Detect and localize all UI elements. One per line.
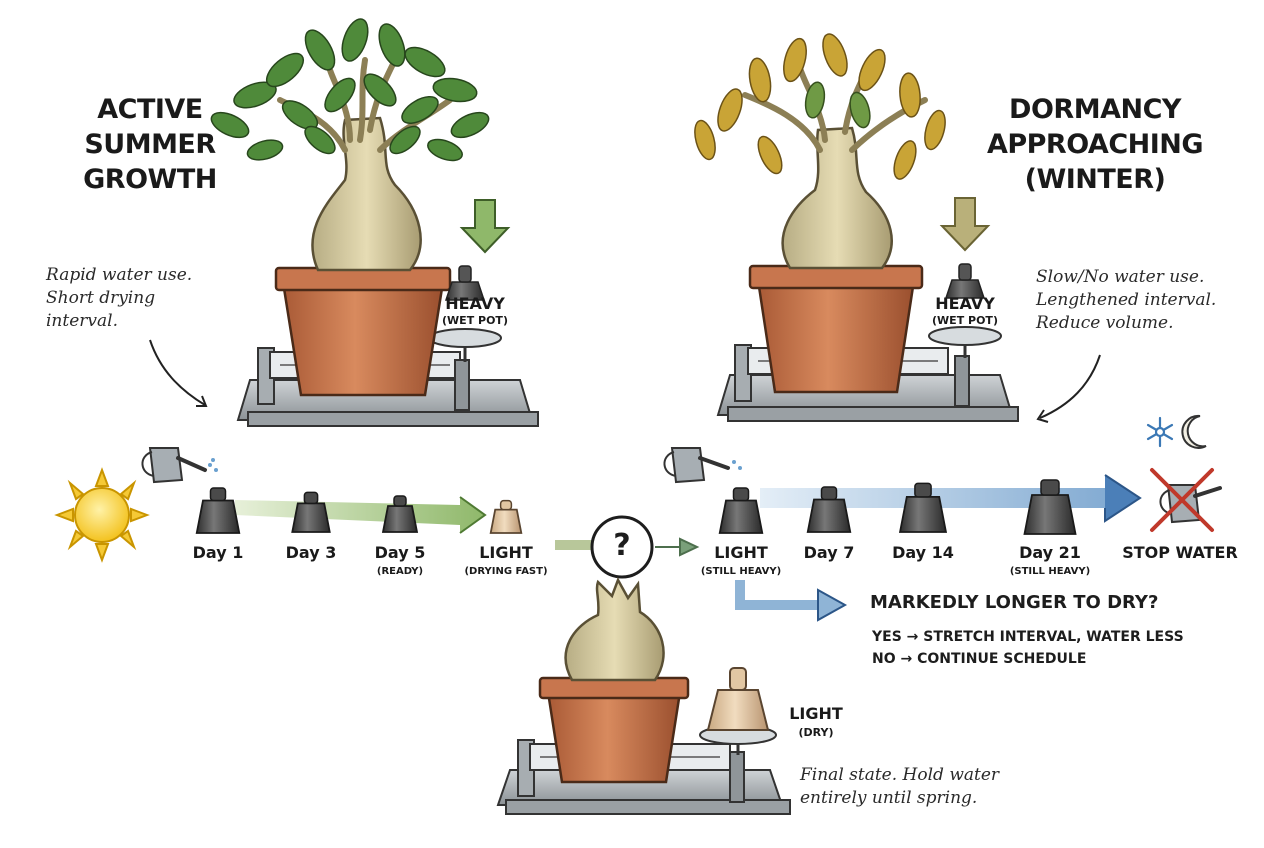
- weight-icon: [381, 495, 419, 533]
- winter-note-arrow: [1039, 354, 1101, 419]
- final-note: Final state. Hold water entirely until s…: [800, 764, 1060, 810]
- winter-note-line: Reduce volume.: [1036, 313, 1174, 333]
- final-note-line: Final state. Hold water: [800, 765, 1000, 785]
- summer-step-label: Day 5: [374, 543, 426, 562]
- winter-timeline-arrow: [760, 475, 1140, 521]
- final-note-line: entirely until spring.: [800, 788, 978, 808]
- summer-title-line: GROWTH: [83, 164, 217, 195]
- light-weight-icon: [489, 499, 523, 534]
- weight-icon: [898, 482, 948, 533]
- winter-title-line: (WINTER): [1024, 164, 1166, 195]
- winter-note-line: Lengthened interval.: [1036, 290, 1217, 310]
- decision-answer-no: NO → CONTINUE SCHEDULE: [872, 651, 1087, 667]
- winter-note: Slow/No water use. Lengthened interval. …: [1036, 266, 1256, 335]
- summer-down-arrow-icon: [459, 199, 511, 254]
- decision-circle: [590, 515, 654, 579]
- summer-step-label: LIGHT: [479, 543, 533, 562]
- summer-note-line: Rapid water use.: [46, 265, 193, 285]
- winter-watering-can-icon: [663, 447, 742, 484]
- weight-icon: [291, 491, 331, 533]
- decision-answers: YES → STRETCH INTERVAL, WATER LESS NO → …: [872, 626, 1184, 670]
- decision-question: MARKEDLY LONGER TO DRY?: [870, 592, 1159, 613]
- summer-step-label: Day 3: [285, 543, 337, 562]
- summer-title-line: ACTIVE: [97, 94, 203, 125]
- winter-down-arrow-icon: [939, 197, 991, 252]
- weight-icon: [1023, 479, 1077, 535]
- winter-step-label: Day 7: [803, 543, 855, 562]
- summer-scale-sub: (WET POT): [442, 314, 508, 327]
- summer-step-sub: (DRYING FAST): [464, 566, 548, 577]
- summer-plant-icon: [210, 18, 490, 397]
- winter-note-line: Slow/No water use.: [1036, 267, 1205, 287]
- final-plant-icon: [538, 577, 690, 784]
- winter-step-label: Day 14: [892, 543, 954, 562]
- winter-plant-icon: [694, 33, 946, 394]
- final-scale-label: LIGHT: [789, 704, 843, 723]
- summer-title-line: SUMMER: [84, 129, 216, 160]
- weight-icon: [195, 487, 241, 534]
- winter-scale-sub: (WET POT): [932, 314, 998, 327]
- final-light-weight-icon: [706, 667, 770, 731]
- winter-step-label: Day 21: [1019, 543, 1081, 562]
- final-scale-sub: (DRY): [798, 726, 834, 739]
- weight-icon: [806, 486, 852, 533]
- sun-icon: [54, 467, 150, 563]
- summer-note-line: interval.: [46, 311, 118, 331]
- summer-scale-label: HEAVY: [445, 294, 505, 313]
- winter-step-label: LIGHT: [714, 543, 768, 562]
- winter-title-line: APPROACHING: [986, 129, 1204, 160]
- summer-step-label: Day 1: [192, 543, 244, 562]
- summer-note: Rapid water use. Short drying interval.: [46, 264, 246, 333]
- moon-icon: [1181, 414, 1207, 449]
- summer-watering-can-icon: [141, 447, 218, 484]
- decision-symbol: ?: [613, 528, 631, 563]
- winter-title: DORMANCY APPROACHING (WINTER): [980, 92, 1210, 197]
- winter-title-line: DORMANCY: [1009, 94, 1181, 125]
- winter-scale-label: HEAVY: [935, 294, 995, 313]
- snowflake-icon: [1146, 416, 1174, 448]
- no-watering-icon: [1150, 468, 1222, 532]
- winter-step-label: STOP WATER: [1122, 543, 1238, 562]
- winter-scale-weight-icon: [944, 263, 986, 299]
- summer-step-sub: (READY): [376, 566, 424, 577]
- summer-timeline-arrow: [235, 497, 485, 533]
- question-branch-arrow: [735, 580, 820, 610]
- winter-step-sub: (STILL HEAVY): [1009, 566, 1091, 577]
- summer-scale-weight-icon: [444, 265, 486, 301]
- weight-icon: [718, 487, 764, 534]
- summer-note-arrow: [149, 339, 206, 406]
- summer-note-line: Short drying: [46, 288, 156, 308]
- decision-answer-yes: YES → STRETCH INTERVAL, WATER LESS: [872, 629, 1184, 645]
- decision-out-arrow: [655, 537, 700, 557]
- winter-step-sub: (STILL HEAVY): [700, 566, 782, 577]
- summer-title: ACTIVE SUMMER GROWTH: [70, 92, 230, 197]
